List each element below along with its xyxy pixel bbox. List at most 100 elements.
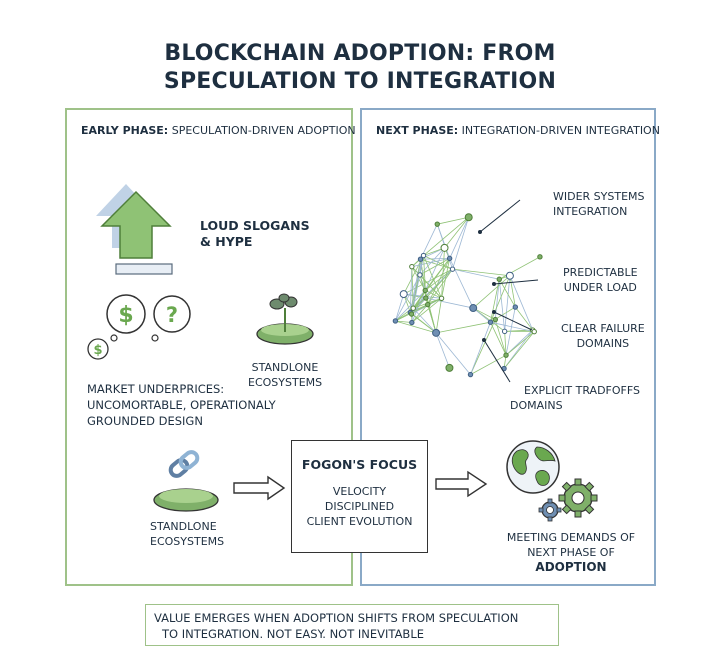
focus-line-1: VELOCITY [332, 485, 387, 498]
callout-explicit-tradeoffs: EXPLICIT TRADFOFFS DOMAINS [510, 383, 640, 413]
callout3-line-1: CLEAR FAILURE [561, 322, 645, 335]
standalone-ecosystems-top-label: STANDLONE ECOSYSTEMS [248, 360, 322, 390]
network-edge [490, 322, 507, 356]
standalone-ecosystems-bottom-label: STANDLONE ECOSYSTEMS [150, 519, 224, 549]
network-edge [470, 319, 496, 375]
focus-line-2: DISCIPLINED [324, 500, 395, 513]
next-phase-heading-bold: NEXT PHASE: [376, 124, 459, 137]
network-edge [435, 321, 491, 334]
network-edge [470, 322, 491, 375]
network-node [392, 318, 399, 324]
meeting-line-3: ADOPTION [535, 560, 607, 574]
network-edge [424, 268, 453, 291]
network-node [422, 287, 428, 294]
network-edge [505, 331, 535, 356]
network-node [531, 328, 537, 335]
network-edge [409, 266, 413, 313]
gears-icon [538, 478, 598, 522]
network-edge [490, 275, 511, 323]
standalone-top-line-1: STANDLONE [251, 361, 319, 374]
network-edge [452, 268, 500, 280]
network-edge [412, 307, 437, 334]
standalone-bottom-line-2: ECOSYSTEMS [150, 535, 225, 548]
chain-link-island-icon [153, 450, 219, 512]
network-edge [411, 304, 429, 323]
network-node [417, 272, 423, 278]
network-edge [425, 290, 442, 299]
network-edge [419, 258, 450, 276]
network-edge [444, 216, 470, 249]
callout4-line-2: DOMAINS [510, 399, 563, 412]
right-arrow-icon-right [435, 470, 488, 498]
callout1-line-1: WIDER SYSTEMS [553, 190, 645, 203]
network-node [503, 352, 509, 358]
network-node [467, 371, 474, 378]
network-node [492, 316, 499, 323]
network-node [425, 301, 431, 308]
market-line-3: GROUNDED DESIGN [87, 414, 203, 428]
network-node [417, 256, 424, 262]
meeting-line-2: NEXT PHASE OF [527, 546, 615, 559]
network-edge [498, 279, 506, 332]
network-edge [449, 217, 470, 259]
next-phase-heading: NEXT PHASE: INTEGRATION-DRIVEN INTEGRATI… [376, 124, 660, 137]
callout1-line-2: INTEGRATION [553, 205, 628, 218]
right-arrow-icon-left [233, 475, 286, 501]
title-line-2: SPECULATION TO INTEGRATION [163, 69, 557, 94]
footer-line-2: TO INTEGRATION. NOT EASY. NOT INEVITABLE [162, 627, 424, 641]
speech-bubble-dollar-icon: $ $ [87, 294, 146, 360]
network-edge [424, 247, 445, 291]
network-node [409, 263, 415, 270]
network-edge [437, 216, 469, 225]
network-node [512, 304, 519, 310]
title-line-1: BLOCKCHAIN ADOPTION: FROM [164, 41, 556, 66]
callout-lines [478, 199, 539, 383]
early-phase-panel: EARLY PHASE: SPECULATION-DRIVEN ADOPTION [65, 108, 356, 586]
network-node [537, 254, 543, 260]
globe-icon [506, 440, 560, 494]
network-edge [470, 354, 507, 375]
network-edge [503, 331, 535, 369]
network-node [487, 319, 494, 325]
network-edge [395, 320, 437, 334]
network-edge [441, 258, 451, 299]
svg-text:$: $ [93, 343, 102, 358]
meeting-line-1: MEETING DEMANDS OF [506, 531, 636, 544]
network-edge [425, 297, 474, 309]
network-edge [427, 258, 451, 305]
network-node [505, 271, 514, 280]
network-node [449, 266, 456, 272]
network-edge [509, 275, 516, 308]
focus-title: FOGON'S FOCUS [301, 457, 418, 472]
meeting-demands-label: MEETING DEMANDS OF NEXT PHASE OF ADOPTIO… [494, 530, 648, 575]
network-edge [490, 279, 500, 323]
network-edge [509, 275, 534, 331]
network-edge [435, 332, 471, 375]
callout4-line-1: EXPLICIT TRADFOFFS [524, 384, 640, 397]
network-edge [436, 224, 451, 259]
network-edge [395, 290, 426, 322]
hype-label: LOUD SLOGANS & HYPE [200, 218, 310, 250]
network-node [432, 328, 441, 337]
network-edge [419, 274, 442, 299]
network-edge [472, 275, 511, 309]
footer-line-1: VALUE EMERGES WHEN ADOPTION SHIFTS FROM … [154, 611, 519, 625]
network-edge [423, 255, 442, 299]
market-line-1: MARKET UNDERPRICES: [87, 382, 225, 396]
network-edge [395, 274, 421, 322]
network-node [409, 319, 415, 326]
network-node [440, 243, 449, 252]
callout-clear-failure: CLEAR FAILURE DOMAINS [561, 321, 645, 351]
network-edge [441, 247, 445, 299]
svg-text:?: ? [166, 303, 178, 327]
fogon-focus-box: FOGON'S FOCUS VELOCITY DISCIPLINED CLIEN… [291, 440, 428, 553]
network-edge [412, 255, 424, 309]
network-node [501, 328, 508, 335]
network-edge [435, 332, 450, 369]
callout2-line-1: PREDICTABLE [563, 266, 638, 279]
next-phase-panel: NEXT PHASE: INTEGRATION-DRIVEN INTEGRATI… [360, 108, 660, 586]
network-node [434, 221, 440, 227]
network-node [496, 276, 502, 282]
network-node [408, 311, 415, 317]
network-edge [490, 321, 535, 333]
